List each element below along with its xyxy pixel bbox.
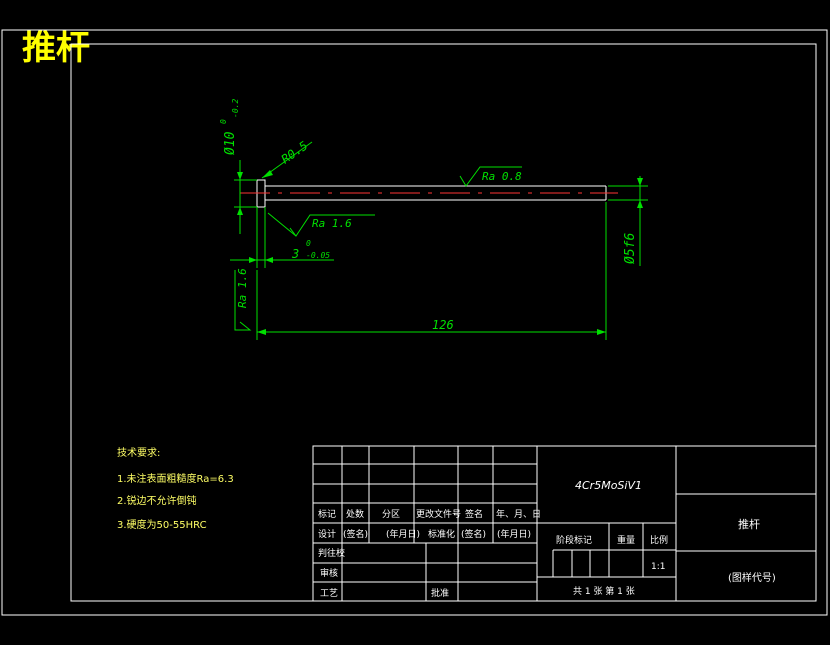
review-label: 审核	[320, 567, 338, 579]
design-label: 设计	[318, 528, 336, 540]
standard-sign: (签名)	[461, 528, 486, 540]
outer-frame	[1, 29, 828, 616]
sheets-label: 共 1 张 第 1 张	[573, 585, 635, 597]
tech-heading: 技术要求:	[117, 446, 160, 459]
standard-date: (年月日)	[497, 528, 531, 540]
process-label: 工艺	[320, 588, 338, 599]
hdr-count: 处数	[346, 508, 364, 520]
approve-label: 批准	[431, 587, 449, 599]
title-block-grid	[312, 445, 817, 602]
design-date: (年月日)	[386, 528, 420, 540]
dim-head-length-tol-lower: -0.05	[306, 251, 330, 260]
dim-length: 126	[432, 318, 454, 332]
hdr-mark: 标记	[318, 508, 336, 520]
hdr-sign: 签名	[465, 508, 483, 520]
part-name-label: 推杆	[738, 517, 760, 531]
roughness-shaft: Ra 0.8	[482, 170, 522, 183]
drawing-title: 推杆	[22, 28, 90, 68]
weight-label: 重量	[617, 534, 635, 546]
design-sign: (签名)	[343, 528, 368, 540]
hdr-zone: 分区	[382, 509, 400, 520]
dim-head-length: 3	[291, 247, 299, 261]
proofread-label: 判往校	[318, 547, 345, 559]
scale-value: 1:1	[651, 562, 665, 572]
hdr-change-doc: 更改文件号	[416, 508, 461, 520]
roughness-face: Ra 1.6	[236, 268, 249, 308]
dim-head-length-tol-upper: 0	[306, 239, 311, 248]
dimension-lines	[230, 141, 648, 340]
material-label: 4Cr5MoSiV1	[575, 479, 642, 492]
roughness-head: Ra 1.6	[312, 217, 352, 230]
stage-mark-label: 阶段标记	[556, 534, 592, 546]
dim-head-diameter: Ø10	[223, 131, 238, 155]
dim-head-tol-lower: -0.2	[231, 99, 240, 118]
hdr-date: 年、月、日	[496, 508, 541, 520]
scale-label: 比例	[650, 534, 668, 546]
tech-item-3: 3.硬度为50-55HRC	[117, 518, 207, 531]
dim-shaft-diameter: Ø5f6	[623, 233, 638, 264]
dimension-arrows	[237, 170, 643, 335]
drawing-code-label: (图样代号)	[728, 571, 776, 584]
dim-radius: R0.5	[279, 138, 311, 166]
standard-label: 标准化	[428, 528, 455, 540]
tech-item-1: 1.未注表面粗糙度Ra=6.3	[117, 472, 234, 485]
tech-item-2: 2.锐边不允许倒钝	[117, 494, 197, 507]
dim-head-tol-upper: 0	[219, 119, 228, 124]
